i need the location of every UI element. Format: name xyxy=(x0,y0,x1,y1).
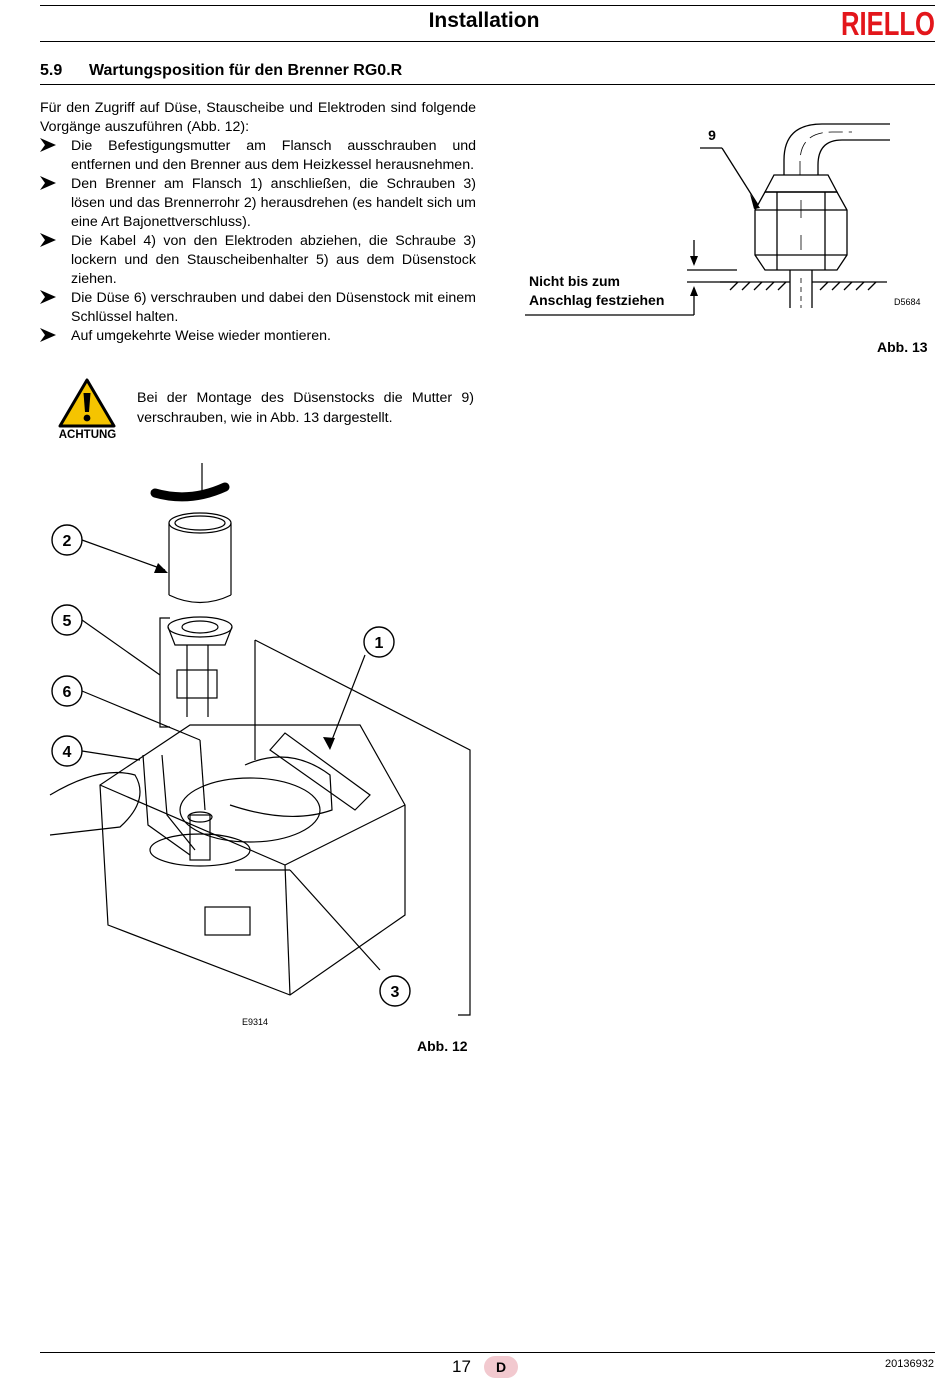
callout-4: 4 xyxy=(63,744,72,761)
list-item: Auf umgekehrte Weise wieder montieren. xyxy=(40,327,476,346)
figure-12-code: E9314 xyxy=(242,1017,269,1027)
callout-2: 2 xyxy=(63,533,72,550)
intro-paragraph: Für den Zugriff auf Düse, Stauscheibe un… xyxy=(40,100,476,135)
language-badge: D xyxy=(484,1356,518,1378)
arrow-bullet-icon xyxy=(40,138,56,152)
section-heading: 5.9 Wartungsposition für den Brenner RG0.… xyxy=(40,62,402,80)
step-list: Die Befestigungsmutter am Flansch aussch… xyxy=(40,137,476,346)
figure-13-code: D5684 xyxy=(894,297,921,307)
figure-12-burner-maintenance: 2 5 6 4 1 3 xyxy=(49,463,471,1016)
figure-13-note: Nicht bis zum Anschlag festziehen xyxy=(529,273,665,308)
riello-logo: RIELLO xyxy=(841,6,935,38)
figure-12-caption: Abb. 12 xyxy=(417,1038,468,1054)
callout-3: 3 xyxy=(391,984,400,1001)
section-title: Wartungsposition für den Brenner RG0.R xyxy=(89,62,403,79)
callout-9: 9 xyxy=(708,127,716,143)
list-item: Die Kabel 4) von den Elektroden abziehen… xyxy=(40,232,476,289)
callout-1: 1 xyxy=(375,635,384,652)
arrow-bullet-icon xyxy=(40,233,56,247)
figure-13-nozzle-nut: 9 xyxy=(525,123,890,316)
arrow-bullet-icon xyxy=(40,290,56,304)
figure-13-caption: Abb. 13 xyxy=(877,339,928,355)
header-bottom-rule xyxy=(40,41,935,42)
callout-5: 5 xyxy=(63,613,72,630)
footer-rule xyxy=(40,1352,935,1353)
warning-icon xyxy=(58,378,116,428)
section-number: 5.9 xyxy=(40,62,63,79)
list-item: Die Befestigungsmutter am Flansch aussch… xyxy=(40,137,476,175)
callout-6: 6 xyxy=(63,684,72,701)
arrow-bullet-icon xyxy=(40,176,56,190)
arrow-bullet-icon xyxy=(40,328,56,342)
header-top-rule xyxy=(40,5,935,6)
list-item: Den Brenner am Flansch 1) anschließen, d… xyxy=(40,175,476,232)
list-item: Die Düse 6) verschrauben und dabei den D… xyxy=(40,289,476,327)
document-code: 20136932 xyxy=(885,1358,934,1370)
warning-label: ACHTUNG xyxy=(58,429,117,441)
section-rule xyxy=(40,84,935,85)
svg-text:RIELLO: RIELLO xyxy=(841,6,935,38)
page-number: 17 xyxy=(452,1357,471,1376)
page-header-title: Installation xyxy=(428,9,540,32)
warning-text: Bei der Montage des Düsenstocks die Mutt… xyxy=(137,390,474,426)
